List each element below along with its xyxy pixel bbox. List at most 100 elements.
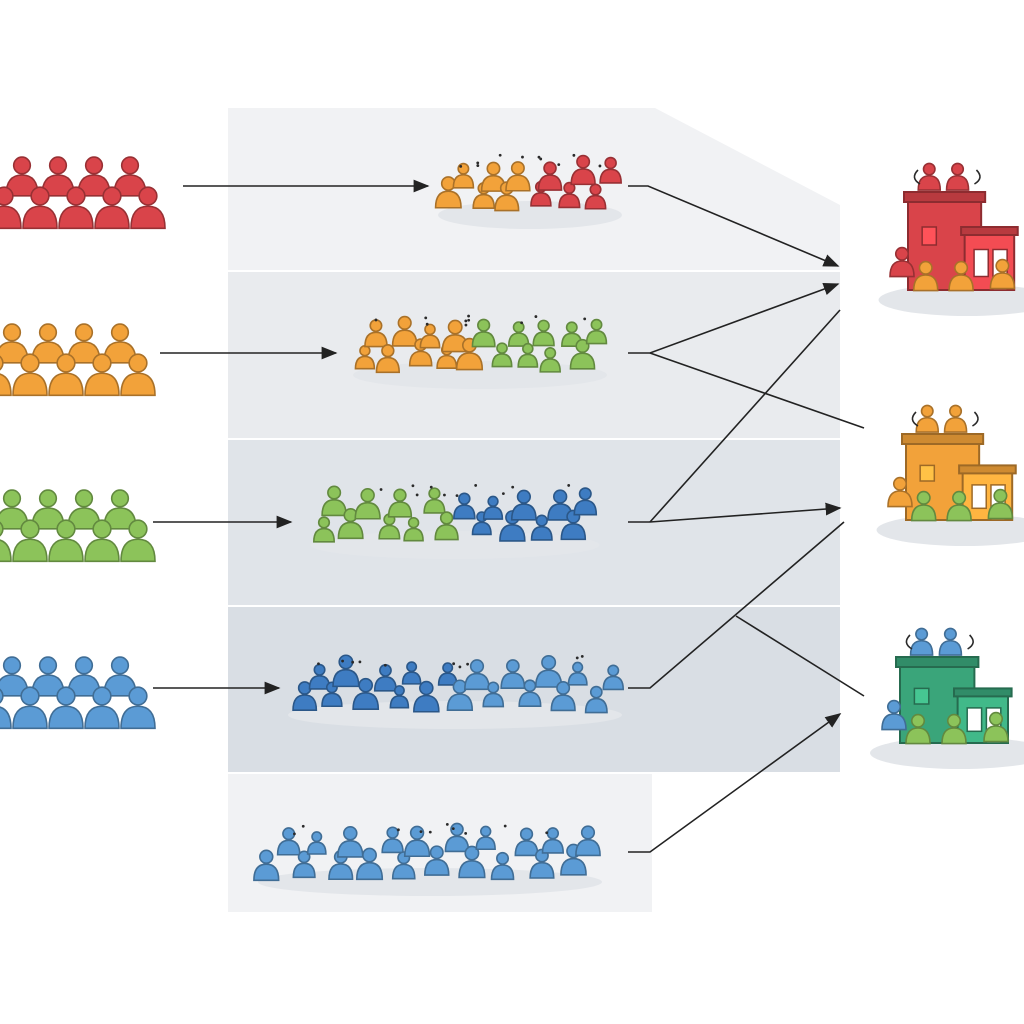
building-icon-green: [870, 627, 1024, 769]
person-icon: [12, 353, 48, 397]
person-icon: [946, 490, 972, 522]
person-icon: [253, 849, 280, 882]
arrow-icon-layer-5: [628, 713, 842, 853]
window: [971, 484, 987, 510]
person-icon: [31, 489, 65, 530]
person-icon: [987, 488, 1014, 520]
person-icon: [84, 686, 120, 730]
arrow-icon-layer-1: [628, 185, 840, 267]
person-icon: [378, 513, 401, 540]
person-icon: [452, 162, 475, 189]
person-icon: [909, 627, 934, 656]
person-icon: [444, 822, 470, 853]
person-icon: [0, 688, 12, 730]
person-icon: [292, 681, 318, 711]
person-icon: [120, 519, 156, 563]
person-icon: [537, 161, 563, 191]
person-icon: [518, 679, 542, 707]
person-icon: [482, 495, 504, 520]
person-icon: [491, 342, 513, 368]
person-icon: [77, 156, 111, 197]
panel-1: [228, 108, 840, 270]
person-icon: [113, 156, 147, 197]
person-icon: [67, 489, 101, 530]
person-icon: [130, 186, 166, 230]
source-groups: [0, 156, 166, 730]
arrow-icon-layer-2b: [649, 352, 865, 429]
person-icon: [507, 321, 530, 347]
person-icon: [419, 323, 441, 349]
person-icon: [983, 711, 1009, 743]
person-icon: [464, 659, 490, 691]
person-icon: [423, 487, 446, 514]
people-group-icon-green: [0, 489, 156, 563]
crowd-group: [310, 484, 600, 559]
person-icon: [120, 353, 156, 397]
person-icon: [48, 686, 84, 730]
person-icon: [560, 509, 587, 541]
person-icon: [584, 183, 607, 210]
person-icon: [434, 511, 459, 541]
person-icon: [569, 338, 596, 370]
person-icon: [441, 319, 469, 353]
person-icon: [31, 323, 65, 364]
window: [919, 464, 936, 482]
people-group-icon-red: [0, 156, 166, 230]
person-icon: [337, 507, 364, 540]
person-icon: [570, 154, 596, 186]
window: [973, 248, 989, 278]
person-icon: [912, 260, 939, 292]
person-icon: [458, 845, 486, 879]
person-icon: [539, 346, 561, 373]
person-icon: [424, 845, 450, 876]
person-icon: [306, 831, 327, 855]
person-icon: [482, 681, 505, 708]
person-icon: [373, 664, 398, 692]
person-icon: [381, 826, 404, 854]
person-icon: [532, 319, 555, 347]
person-icon: [471, 318, 496, 348]
people-group-icon-orange: [0, 323, 156, 397]
person-icon: [573, 487, 598, 516]
person-icon: [514, 827, 539, 857]
person-icon: [500, 659, 526, 689]
person-icon: [391, 315, 418, 347]
person-icon: [276, 827, 301, 856]
person-icon: [575, 825, 601, 857]
person-icon: [915, 404, 940, 433]
person-icon: [354, 488, 381, 520]
person-icon: [58, 186, 94, 230]
person-icon: [321, 485, 347, 517]
person-icon: [364, 319, 388, 348]
person-icon: [391, 851, 416, 880]
person-icon: [585, 318, 608, 345]
person-icon: [534, 654, 563, 688]
person-icon: [375, 343, 401, 374]
person-icon: [910, 490, 937, 522]
person-icon: [352, 677, 380, 710]
person-icon: [41, 156, 75, 197]
person-icon: [889, 246, 915, 278]
person-icon: [84, 519, 120, 563]
crowd-group: [434, 153, 622, 229]
person-icon: [530, 514, 553, 541]
layer-crowds: [253, 153, 625, 896]
arrow-icon-layer-4b: [735, 615, 865, 697]
person-icon: [67, 323, 101, 364]
arrow-icon-layer-4a: [628, 521, 845, 689]
person-icon: [0, 521, 12, 563]
person-icon: [94, 186, 130, 230]
person-icon: [490, 851, 515, 881]
crowd-group: [288, 654, 625, 729]
person-icon: [84, 353, 120, 397]
building-icon-orange: [876, 404, 1024, 546]
person-icon: [292, 850, 316, 879]
person-icon: [567, 661, 588, 686]
person-icon: [313, 516, 335, 543]
window: [921, 226, 938, 246]
person-icon: [453, 492, 476, 520]
person-icon: [602, 664, 625, 691]
person-icon: [943, 404, 968, 433]
person-icon: [905, 713, 931, 745]
